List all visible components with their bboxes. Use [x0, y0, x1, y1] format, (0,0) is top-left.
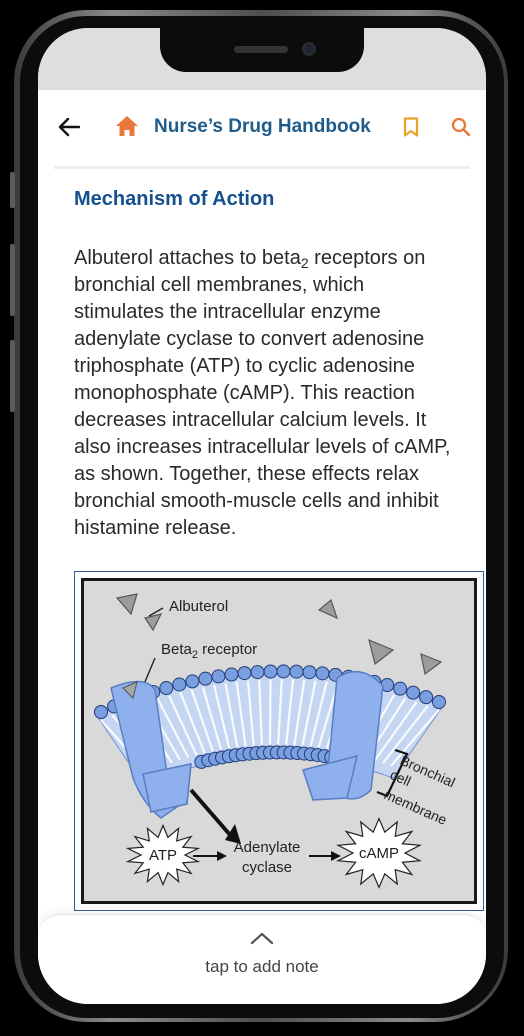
mechanism-paragraph: Albuterol attaches to beta2 receptors on… [74, 245, 458, 542]
header-divider [54, 166, 470, 169]
add-note-label: tap to add note [205, 957, 319, 976]
figure-illustration: Albuterol Beta2 receptor Bronchi [81, 578, 477, 904]
notch [160, 28, 364, 72]
arrow-left-icon [58, 117, 80, 137]
atp-starburst: ATP [125, 823, 201, 887]
paragraph-text-rest: receptors on bronchial cell membranes, w… [74, 247, 451, 539]
enzyme-label-2: cyclase [242, 859, 292, 876]
home-button[interactable] [112, 108, 142, 144]
volume-up-button [10, 244, 15, 316]
atp-label: ATP [149, 847, 177, 864]
receptor-label: Beta2 receptor [161, 641, 257, 661]
chevron-up-icon [250, 932, 274, 945]
receptor-label-tail: receptor [198, 641, 257, 658]
status-bar [38, 28, 486, 90]
home-icon [116, 116, 138, 136]
paragraph-text-start: Albuterol attaches to beta [74, 247, 301, 269]
add-note-bar[interactable]: tap to add note [38, 914, 486, 1004]
search-icon [451, 117, 471, 137]
back-button[interactable] [54, 110, 84, 144]
section-title: Mechanism of Action [74, 188, 275, 210]
camp-starburst: cAMP [335, 817, 423, 889]
speaker [234, 46, 288, 53]
receptor-label-sub: 2 [192, 649, 198, 661]
beta2-receptor-left [110, 680, 192, 819]
albuterol-label: Albuterol [169, 598, 228, 615]
search-button[interactable] [448, 110, 474, 144]
bookmark-button[interactable] [398, 110, 424, 144]
app-title: Nurse’s Drug Handbook [154, 116, 371, 137]
receptor-label-start: Beta [161, 641, 193, 658]
paragraph-subscript: 2 [300, 255, 309, 271]
app-header: Nurse’s Drug Handbook [38, 90, 486, 166]
volume-down-button [10, 340, 15, 412]
front-camera [302, 42, 316, 56]
enzyme-label-1: Adenylate [234, 839, 301, 856]
screen: Nurse’s Drug Handbook Mechanism of Actio… [38, 28, 486, 1004]
beta2-receptor-right [302, 670, 384, 801]
membrane-label-2: cell [388, 766, 414, 789]
mute-switch [10, 172, 15, 208]
bookmark-icon [403, 117, 419, 137]
content-area: Mechanism of Action Albuterol attaches t… [74, 178, 458, 542]
mechanism-figure[interactable]: Albuterol Beta2 receptor Bronchi [74, 571, 484, 911]
camp-label: cAMP [359, 845, 399, 862]
